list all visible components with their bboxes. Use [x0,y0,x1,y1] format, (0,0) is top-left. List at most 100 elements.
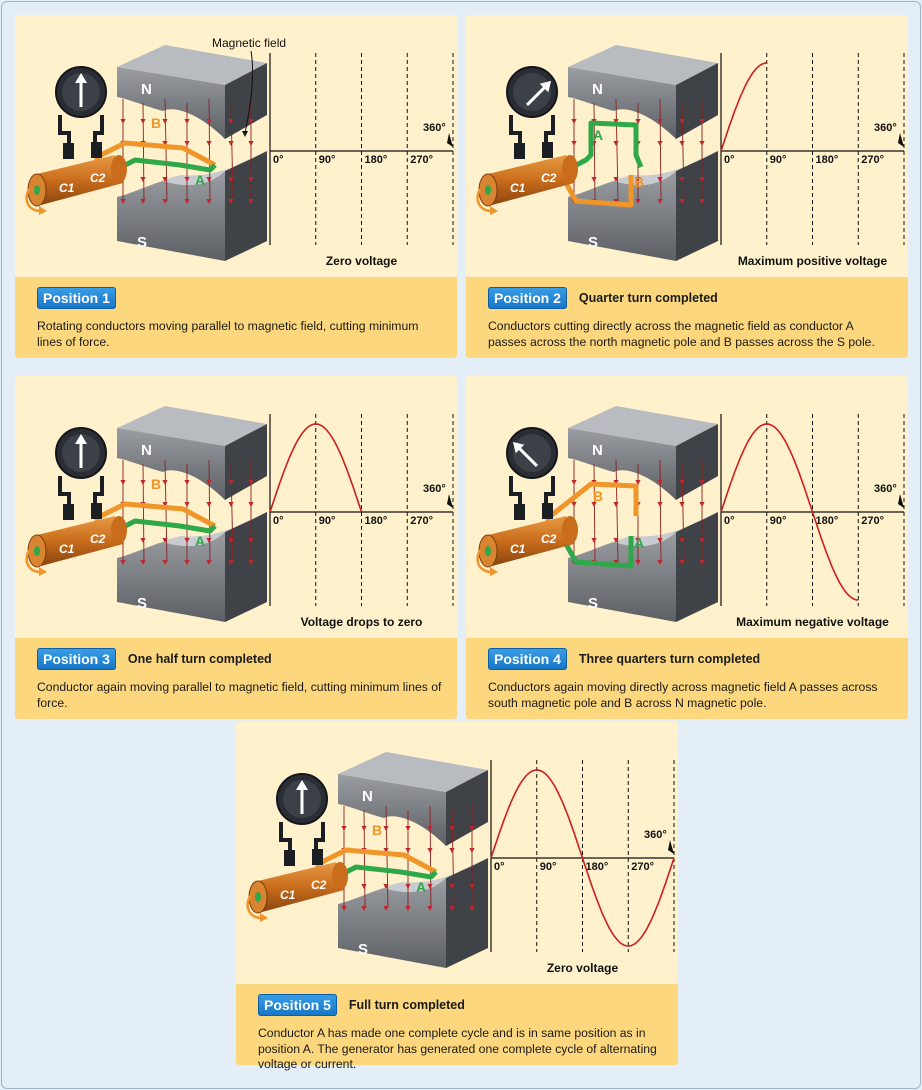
tick-label-deg270: 270° [861,515,884,527]
graph-caption: Zero voltage [547,961,619,975]
ring-c2-label: C2 [311,878,327,892]
north-pole-label: N [141,81,152,98]
voltmeter [55,66,107,145]
tick-label-deg360: 360° [423,122,446,134]
north-pole-magnet: N [117,406,267,500]
tick-label-deg0: 0° [724,515,735,527]
voltage-wave-line [720,62,767,152]
ring-c1-label: C1 [280,888,296,902]
tick-label-deg0: 0° [273,154,284,166]
tick-label-deg180: 180° [365,154,388,166]
tick-label-deg180: 180° [816,515,839,527]
tick-label-deg270: 270° [861,154,884,166]
voltage-graph: 0° 90° 180° 270° 360° Zero voltage [490,760,675,975]
conductor-a-label: A [195,533,205,549]
voltage-graph: 0° 90° 180° 270° 360° Zero voltage [269,53,454,268]
tick-label-deg270: 270° [631,861,654,873]
tick-label-deg360: 360° [874,483,897,495]
voltage-graph: 0°90°180°270°360°Voltage drops to zero [269,414,454,629]
rotation-arrow-icon [39,567,47,576]
tick-label-deg360: 360° [423,483,446,495]
voltage-wave-line [269,423,363,513]
conductor-b-label: B [372,822,382,838]
slip-rings: C1 C2 [246,849,348,922]
south-pole-label: S [137,234,147,251]
position-heading: Position 1 [37,287,116,309]
position-description: Conductor A has made one complete cycle … [258,1026,657,1071]
tick-label-deg180: 180° [365,515,388,527]
conductor-b-label: B [593,488,603,504]
rotation-arrow-icon [490,567,498,576]
voltage-wave-line [490,769,675,947]
magnetic-field-label: Magnetic field [212,36,286,50]
voltage-graph: 0° 90° 180° 270° 360° Maximum negative voltag… [720,414,905,629]
position-description: Rotating conductors moving parallel to m… [37,319,419,349]
voltmeter [55,427,107,506]
rotation-arrow-icon [260,913,268,922]
tick-label-deg180: 180° [586,861,609,873]
tick-label-deg0: 0° [724,154,735,166]
ring-c2-label: C2 [90,532,106,546]
south-pole-label: S [588,595,598,612]
tick-label-deg90: 90° [770,515,787,527]
position-badge: Position 5 [258,994,337,1016]
north-pole-label: N [141,442,152,459]
position-badge: Position 3 [37,648,116,670]
north-pole-label: N [592,442,603,459]
tick-label-deg90: 90° [319,154,336,166]
position-badge: Position 1 [37,287,116,309]
tick-label-deg90: 90° [540,861,557,873]
position-badge: Position 4 [488,648,567,670]
south-pole-label: S [137,595,147,612]
conductor-b-label: B [151,476,161,492]
voltmeter [506,66,558,145]
meter-needle-icon [75,434,87,468]
north-pole-label: N [362,788,373,805]
graph-caption: Maximum positive voltage [738,254,888,268]
graph-caption: Maximum negative voltage [736,615,889,629]
tick-label-deg0: 0° [494,861,505,873]
tick-label-deg180: 180° [816,154,839,166]
meter-needle-icon [296,780,308,814]
position-heading: Position 5 Full turn completed [258,994,465,1016]
tick-label-deg270: 270° [410,154,433,166]
conductor-a-label: A [593,127,603,143]
north-pole-magnet: N [568,45,718,139]
conductor-a-label: A [195,172,205,188]
tick-label-deg360: 360° [644,829,667,841]
north-pole-label: N [592,81,603,98]
graph-caption: Zero voltage [326,254,398,268]
conductor-a-label: A [634,535,644,551]
ring-c1-label: C1 [510,181,526,195]
tick-label-deg90: 90° [770,154,787,166]
south-pole-label: S [358,941,368,958]
south-pole-label: S [588,234,598,251]
tick-label-deg0: 0° [273,515,284,527]
meter-needle-icon [525,80,552,107]
voltmeter [276,773,328,852]
north-pole-magnet: N [568,406,718,500]
position-description: Conductors cutting directly across the m… [488,319,875,349]
position-subtitle: Full turn completed [348,998,465,1012]
conductor-b-label: B [634,174,644,190]
position-subtitle: Quarter turn completed [578,291,718,305]
conductor-b-label: B [151,115,161,131]
